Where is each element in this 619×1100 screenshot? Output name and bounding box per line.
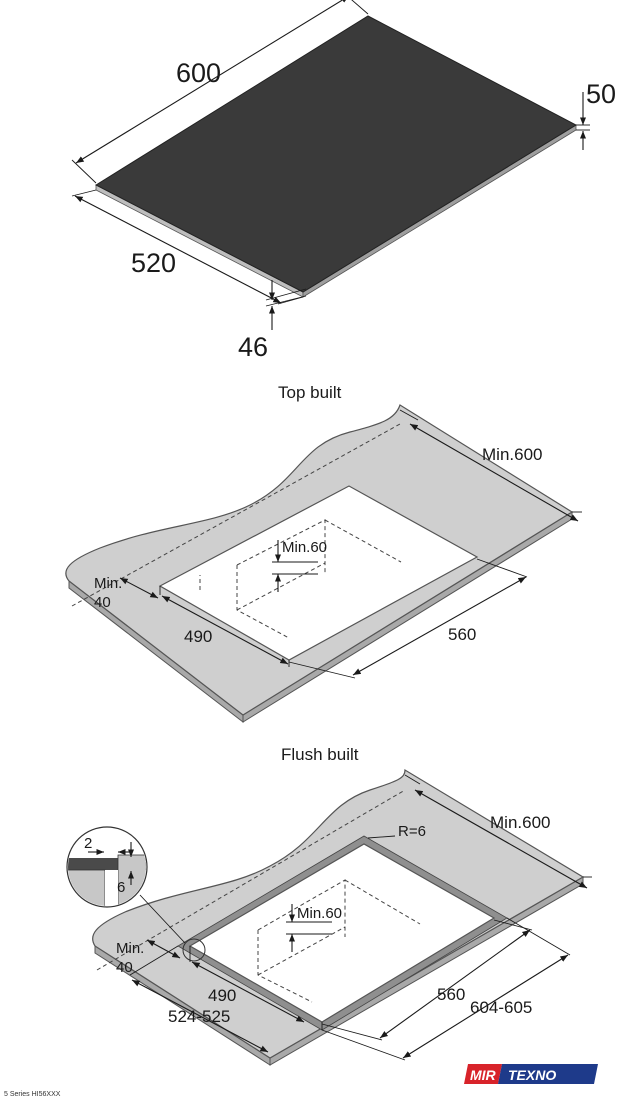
hob-offset-label: 46	[238, 332, 268, 362]
flush-built-cutout-width-label: 560	[437, 985, 465, 1004]
flush-built-min-edge-label-1: Min.	[116, 940, 144, 957]
flush-built-rebate-width-label: 604-605	[470, 998, 532, 1017]
flush-built-min-width-label: Min.600	[490, 813, 550, 832]
flush-detail-depth-label: 6	[117, 879, 125, 896]
flush-built-cutout-depth-label: 490	[208, 986, 236, 1005]
hob-width-label: 600	[176, 58, 221, 88]
hob-height-label: 50	[586, 79, 616, 109]
top-built-dimensions	[119, 409, 582, 679]
flush-built-rebate-depth-label: 524-525	[168, 1007, 230, 1026]
top-built-min-edge-label-2: 40	[94, 594, 111, 611]
flush-built-title: Flush built	[281, 745, 359, 764]
brand-logo: MIR TEXNO	[464, 1064, 598, 1084]
top-built-min-clearance-label: Min.60	[282, 539, 327, 556]
flush-built-min-edge-label-2: 40	[116, 959, 133, 976]
top-built-title: Top built	[278, 383, 342, 402]
flush-built-dimensions	[129, 774, 592, 1061]
brand-logo-part2: TEXNO	[508, 1067, 556, 1083]
series-footnote: 5 Series HI56XXX	[4, 1091, 61, 1098]
top-built-cutout-depth-label: 490	[184, 627, 212, 646]
hob-depth-label: 520	[131, 248, 176, 278]
flush-built-min-clearance-label: Min.60	[297, 905, 342, 922]
brand-logo-part1: MIR	[470, 1067, 497, 1083]
top-built-min-edge-label-1: Min.	[94, 575, 122, 592]
flush-detail-callout	[66, 826, 206, 962]
top-built-min-width-label: Min.600	[482, 445, 542, 464]
hob-dimensions	[71, 0, 590, 330]
flush-built-radius-label: R=6	[398, 823, 426, 840]
top-built-cutout-width-label: 560	[448, 625, 476, 644]
flush-detail-width-label: 2	[84, 835, 92, 852]
